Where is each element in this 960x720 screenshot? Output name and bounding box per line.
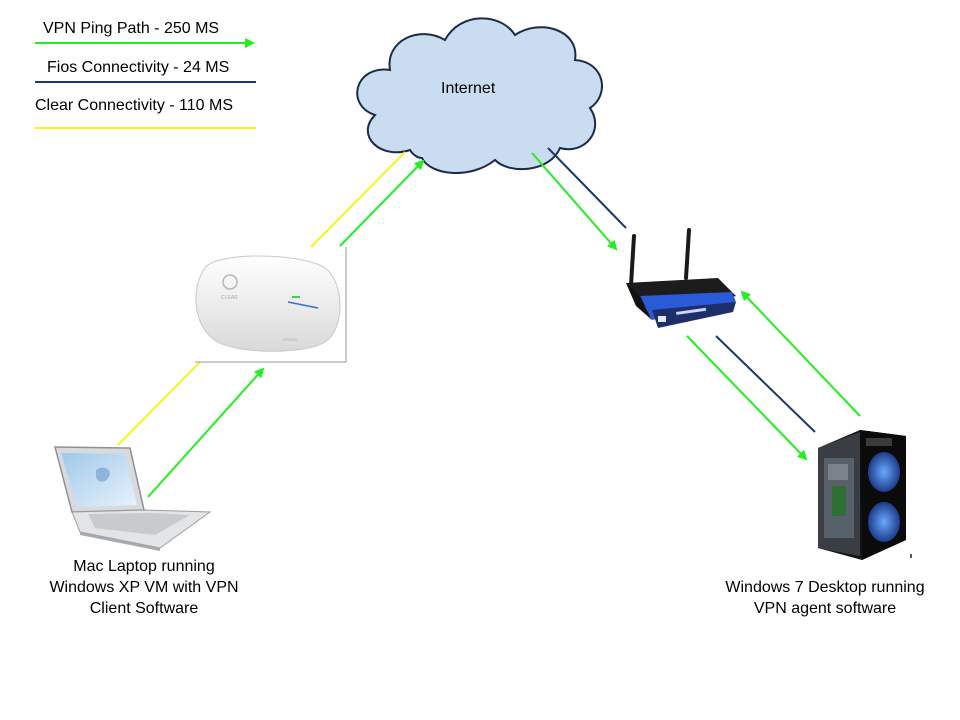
vpn-arrow-laptop-modem	[147, 367, 265, 498]
laptop-caption-line-2: Windows XP VM with VPN	[49, 579, 239, 596]
fios-line-router-desktop	[715, 335, 816, 433]
internet-cloud	[356, 17, 603, 174]
laptop-caption-line-1: Mac Laptop running	[73, 558, 215, 575]
desktop-caption-line-1: Windows 7 Desktop running	[725, 579, 925, 596]
legend-label-vpn: VPN Ping Path - 250 MS	[43, 20, 220, 37]
vpn-arrow-desktop-router	[740, 290, 861, 417]
vpn-arrow-modem-cloud	[339, 159, 425, 247]
fios-line-cloud-router	[547, 147, 627, 229]
vpn-arrow-router-desktop	[686, 335, 808, 461]
internet-label: Internet	[441, 80, 496, 97]
laptop-caption-line-3: Client Software	[89, 600, 199, 617]
modem-brand-text: CLEAR	[221, 295, 238, 301]
legend-label-fios: Fios Connectivity - 24 MS	[47, 59, 230, 76]
clear-line-laptop-modem	[117, 361, 201, 446]
clear-modem-image: CLEAR	[195, 247, 347, 363]
clear-line-modem-cloud	[310, 151, 406, 248]
laptop-image	[54, 446, 212, 551]
desktop-caption: Windows 7 Desktop running VPN agent soft…	[690, 577, 960, 619]
router-image	[626, 228, 736, 328]
vpn-arrow-cloud-router	[531, 152, 618, 251]
laptop-caption: Mac Laptop running Windows XP VM with VP…	[14, 556, 274, 619]
legend-label-clear: Clear Connectivity - 110 MS	[35, 97, 233, 114]
desktop-tower-image	[818, 430, 912, 560]
desktop-caption-line-2: VPN agent software	[753, 600, 897, 617]
